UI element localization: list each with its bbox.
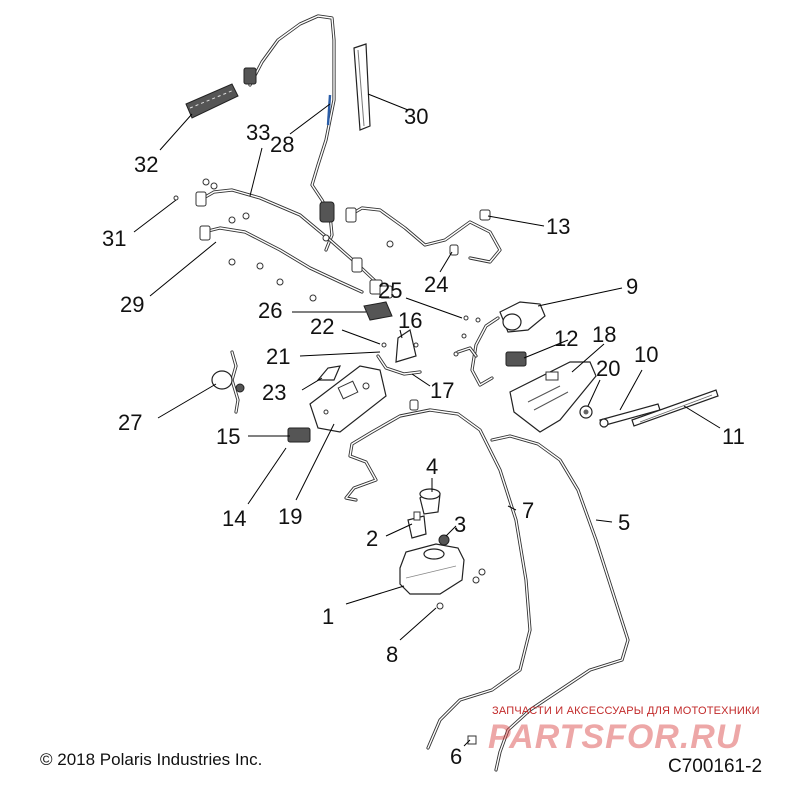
watermark-logo: PARTSFOR.RU bbox=[488, 718, 742, 756]
callout-31: 31 bbox=[102, 226, 126, 251]
clips bbox=[173, 178, 481, 357]
callout-20: 20 bbox=[596, 356, 620, 381]
callout-25: 25 bbox=[378, 278, 402, 303]
watermark-tagline: ЗАПЧАСТИ И АКСЕССУАРЫ ДЛЯ МОТОТЕХНИКИ bbox=[492, 705, 760, 717]
callout-22: 22 bbox=[310, 314, 334, 339]
callout-21: 21 bbox=[266, 344, 290, 369]
callout-15: 15 bbox=[216, 424, 240, 449]
cap-4 bbox=[419, 488, 441, 515]
callout-33: 33 bbox=[246, 120, 270, 145]
switch-23 bbox=[316, 365, 341, 381]
bracket-26 bbox=[363, 301, 393, 321]
bar-30 bbox=[353, 43, 371, 131]
callout-labels: 1 2 3 4 5 6 7 8 9 10 11 12 13 14 15 16 1… bbox=[102, 104, 745, 769]
mirror-16 bbox=[395, 329, 417, 363]
callout-7: 7 bbox=[522, 498, 534, 523]
callout-8: 8 bbox=[386, 642, 398, 667]
switch-block-32 bbox=[185, 83, 239, 119]
clip-17 bbox=[409, 399, 419, 411]
hose-7 bbox=[344, 408, 532, 750]
fasteners-8 bbox=[436, 568, 486, 610]
callout-9: 9 bbox=[626, 274, 638, 299]
drawing-number: C700161-2 bbox=[668, 756, 763, 777]
callout-12: 12 bbox=[554, 326, 578, 351]
wiper-blade-11 bbox=[631, 389, 719, 427]
callout-28: 28 bbox=[270, 132, 294, 157]
switch-27 bbox=[211, 350, 245, 414]
callout-30: 30 bbox=[404, 104, 428, 129]
panel-18 bbox=[509, 361, 597, 433]
callout-16: 16 bbox=[398, 308, 422, 333]
connector-15 bbox=[287, 427, 311, 443]
callout-4: 4 bbox=[426, 454, 438, 479]
callout-23: 23 bbox=[262, 380, 286, 405]
callout-11: 11 bbox=[722, 424, 745, 449]
callout-29: 29 bbox=[120, 292, 144, 317]
grommet-3 bbox=[438, 534, 450, 546]
pump-2 bbox=[407, 511, 427, 539]
callout-14: 14 bbox=[222, 506, 246, 531]
callout-17: 17 bbox=[430, 378, 454, 403]
leader-lines bbox=[133, 93, 721, 747]
callout-26: 26 bbox=[258, 298, 282, 323]
callout-19: 19 bbox=[278, 504, 302, 529]
nozzle-6 bbox=[467, 735, 477, 745]
callout-10: 10 bbox=[634, 342, 658, 367]
connector-12 bbox=[505, 351, 527, 367]
callout-13: 13 bbox=[546, 214, 570, 239]
callout-27: 27 bbox=[118, 410, 142, 435]
harness-33-29 bbox=[195, 188, 502, 299]
nut-20 bbox=[579, 405, 593, 419]
callout-24: 24 bbox=[424, 272, 448, 297]
reservoir-1 bbox=[399, 543, 465, 595]
callout-5: 5 bbox=[618, 510, 630, 535]
callout-32: 32 bbox=[134, 152, 158, 177]
wiper-motor-9 bbox=[470, 301, 546, 387]
wiring-harness-28 bbox=[243, 14, 336, 252]
harness-17 bbox=[376, 346, 478, 376]
hose-5 bbox=[490, 434, 630, 772]
callout-2: 2 bbox=[366, 526, 378, 551]
callout-3: 3 bbox=[454, 512, 466, 537]
panel-19 bbox=[309, 365, 387, 433]
copyright-notice: © 2018 Polaris Industries Inc. bbox=[40, 750, 263, 769]
callout-6: 6 bbox=[450, 744, 462, 769]
callout-1: 1 bbox=[322, 604, 334, 629]
callout-18: 18 bbox=[592, 322, 616, 347]
